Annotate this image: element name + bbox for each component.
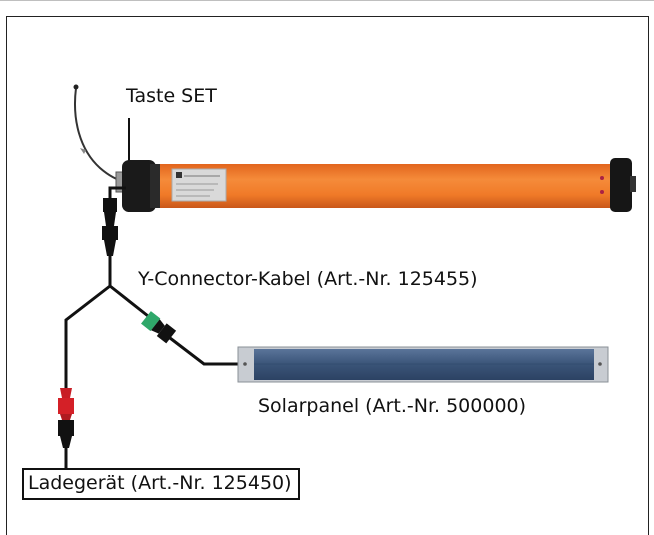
diagram-frame <box>6 16 649 535</box>
solarpanel-label: Solarpanel (Art.-Nr. 500000) <box>258 395 527 417</box>
antenna-wire <box>74 87 127 183</box>
y-connector-label: Y-Connector-Kabel (Art.-Nr. 125455) <box>138 268 478 290</box>
solar-plug <box>141 311 177 344</box>
ladegeraet-label: Ladegerät (Art.-Nr. 125450) <box>22 468 300 500</box>
motor-tube <box>160 164 614 208</box>
top-rule <box>0 0 654 1</box>
motor-connector <box>102 198 118 256</box>
solar-cable <box>169 336 244 366</box>
motor-cable <box>108 186 126 200</box>
y-cable <box>64 256 149 388</box>
charger-plug <box>58 388 74 448</box>
taste-set-label: Taste SET <box>126 85 217 107</box>
motor-head <box>115 160 162 212</box>
motor-end-cap <box>610 158 636 212</box>
solar-panel <box>237 346 609 383</box>
